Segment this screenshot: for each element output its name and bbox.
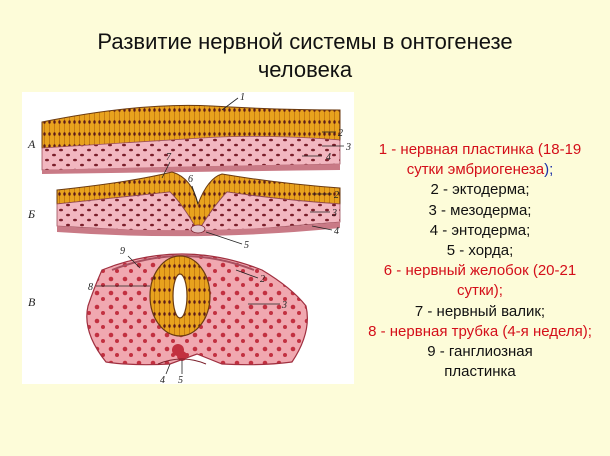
legend-item-2: 2 - эктодерма; bbox=[430, 181, 530, 199]
label-b5: 5 bbox=[244, 240, 249, 251]
legend: 1 - нервная пластинка (18-19 сутки эмбри… bbox=[362, 140, 598, 382]
label-c4: 4 bbox=[160, 375, 165, 384]
legend-item-8: 8 - нервная трубка (4-я неделя); bbox=[368, 322, 592, 340]
embryo-diagram-svg: А 1 2 3 4 Б 7 6 2 3 4 bbox=[27, 92, 351, 384]
slide-title-line1: Развитие нервной системы в онтогенезе bbox=[97, 29, 513, 54]
slide-title: Развитие нервной системы в онтогенезе че… bbox=[0, 28, 610, 84]
label-c8: 8 bbox=[88, 282, 93, 293]
label-b7: 7 bbox=[166, 152, 172, 163]
label-b6: 6 bbox=[188, 174, 193, 185]
legend-item-9a: 9 - ганглиозная bbox=[427, 343, 533, 361]
legend-item-1-text: нервная пластинка (18-19 сутки эмбриоген… bbox=[400, 141, 582, 179]
label-b4: 4 bbox=[334, 226, 339, 237]
legend-item-1-prefix: 1 - bbox=[378, 141, 401, 158]
label-c9: 9 bbox=[120, 246, 125, 257]
slide-title-line2: человека bbox=[257, 57, 353, 82]
legend-item-4: 4 - энтодерма; bbox=[429, 221, 531, 239]
label-a1: 1 bbox=[240, 92, 245, 103]
label-b2: 2 bbox=[334, 190, 339, 201]
label-c5: 5 bbox=[178, 375, 183, 384]
legend-item-3: 3 - мезодерма; bbox=[428, 201, 532, 219]
legend-item-5: 5 - хорда; bbox=[446, 242, 514, 260]
legend-item-9b: пластинка bbox=[444, 363, 516, 381]
legend-item-6: 6 - нервный желобок (20-21 сутки); bbox=[383, 262, 577, 300]
section-letter-b: Б bbox=[27, 207, 35, 221]
label-c3: 3 bbox=[281, 300, 287, 311]
section-letter-a: А bbox=[27, 137, 36, 151]
section-a: А 1 2 3 4 bbox=[27, 92, 351, 174]
legend-item-1: 1 - нервная пластинка (18-19 сутки эмбри… bbox=[362, 140, 598, 180]
label-a4: 4 bbox=[326, 152, 331, 163]
embryo-diagram: А 1 2 3 4 Б 7 6 2 3 4 bbox=[22, 92, 354, 384]
label-a2: 2 bbox=[338, 128, 343, 139]
section-c: В 9 8 2 3 4 5 bbox=[28, 246, 308, 384]
legend-item-1-suffix: ); bbox=[544, 161, 554, 179]
label-a3: 3 bbox=[345, 142, 351, 153]
label-c2: 2 bbox=[260, 274, 265, 285]
section-b: Б 7 6 2 3 4 5 bbox=[27, 152, 341, 251]
label-b3: 3 bbox=[331, 208, 337, 219]
section-letter-c: В bbox=[28, 295, 36, 309]
legend-item-7: 7 - нервный валик; bbox=[414, 302, 546, 320]
